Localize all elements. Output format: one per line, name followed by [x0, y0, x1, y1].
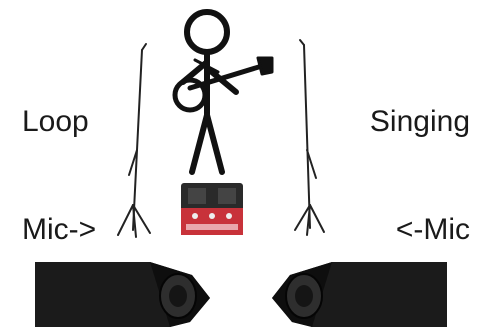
stick-figure-guitarist-icon [175, 12, 272, 172]
right-mic-stand-icon [295, 40, 324, 235]
left-floor-monitor-speaker-icon [35, 262, 210, 327]
right-floor-monitor-speaker-icon [272, 262, 447, 327]
loop-pedal-icon [181, 183, 243, 235]
left-mic-stand-icon [118, 44, 150, 237]
